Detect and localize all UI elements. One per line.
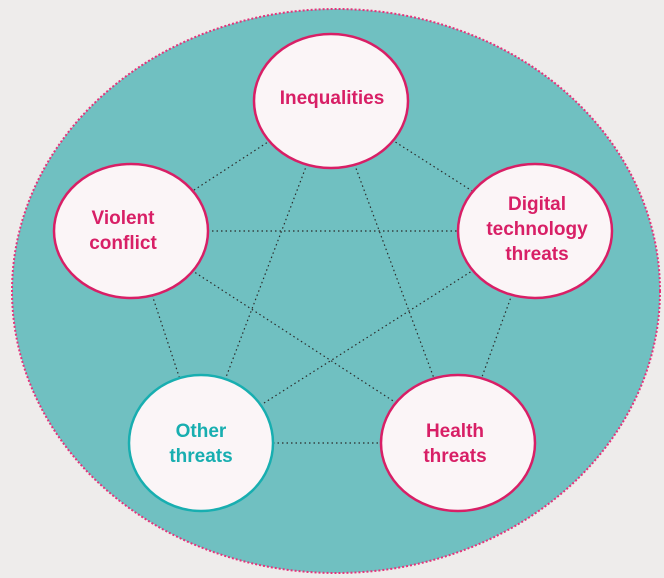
node-digital-technology-threats [456,162,614,300]
node-other-threats [127,373,275,513]
node-violent-conflict [52,162,210,300]
node-group [52,32,614,513]
connector-digital-technology-threats-health-threats [457,230,536,444]
node-health-threats [379,373,537,513]
node-inequalities [252,32,410,170]
